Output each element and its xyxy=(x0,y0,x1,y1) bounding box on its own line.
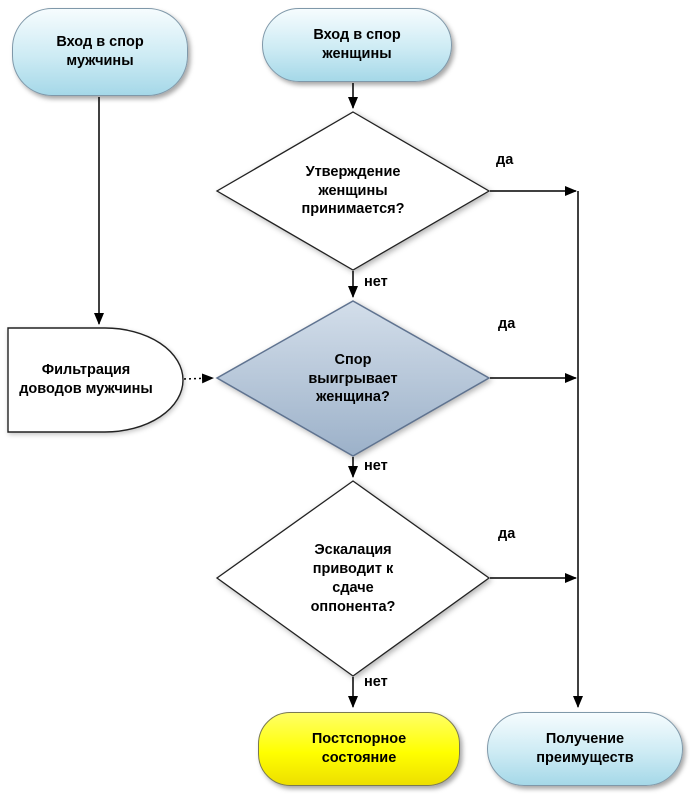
label-decision-escalation: Эскалация приводит к сдаче оппонента? xyxy=(310,542,396,615)
edge-label-no-1: нет xyxy=(364,274,388,290)
label-decision-statement: Утверждение женщины принимается? xyxy=(301,163,405,218)
node-woman-entry: Вход в спор женщины xyxy=(262,8,452,82)
label-decision-argument: Спор выигрывает женщина? xyxy=(308,351,398,406)
edge-label-yes-3: да xyxy=(498,526,516,542)
node-advantages: Получение преимуществ xyxy=(487,712,683,786)
edge-label-no-3: нет xyxy=(364,674,388,690)
node-man-entry: Вход в спор мужчины xyxy=(12,8,188,96)
label-filter: Фильтрация доводов мужчины xyxy=(19,362,153,397)
edge-label-no-2: нет xyxy=(364,458,388,474)
decision-diamond-escalation xyxy=(215,480,491,677)
node-post-state: Постспорное состояние xyxy=(258,712,460,786)
edge-label-yes-1: да xyxy=(496,152,514,168)
edge-label-yes-2: да xyxy=(498,316,516,332)
dotted-arrow-filter-to-decision2 xyxy=(183,373,214,384)
decision-diamond-argument xyxy=(215,300,491,457)
decision-diamond-statement xyxy=(215,111,491,271)
filter-delay-shape xyxy=(7,327,184,433)
